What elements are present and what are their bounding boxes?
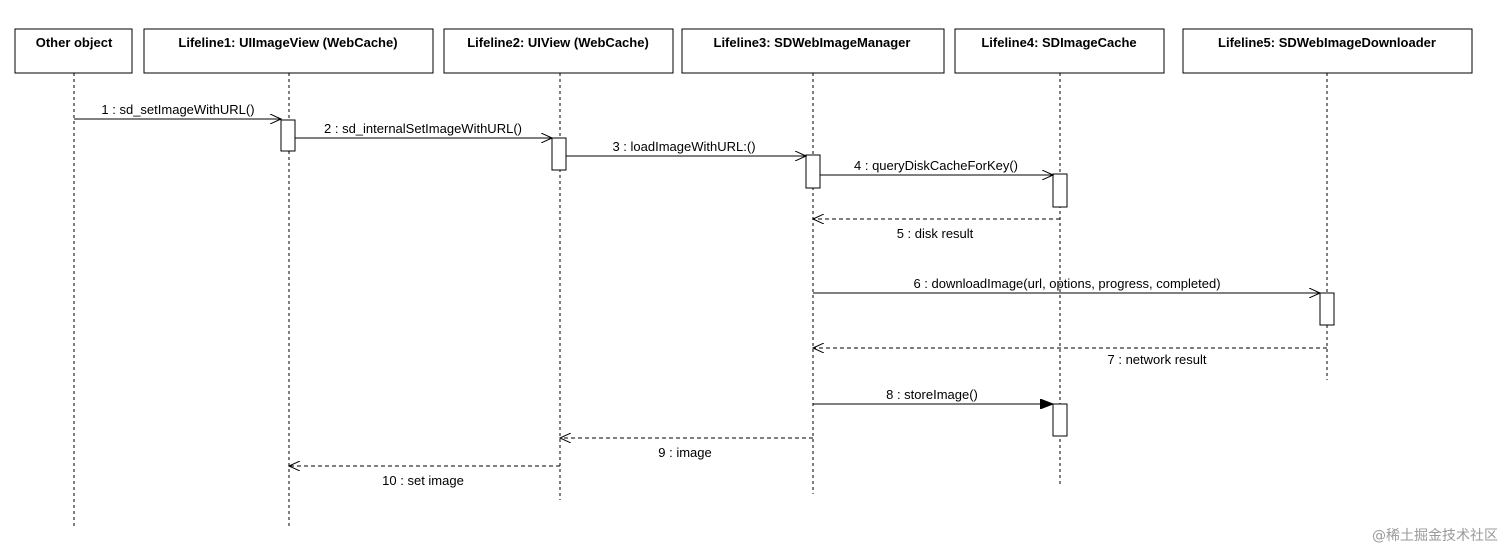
message-10-label: 10 : set image (382, 473, 464, 488)
message-9-label: 9 : image (658, 445, 711, 460)
lifeline-2-box (443, 28, 674, 74)
lifeline-4-box (954, 28, 1165, 74)
message-2-label: 2 : sd_internalSetImageWithURL() (324, 121, 522, 136)
lifeline-4: Lifeline4: SDImageCache (954, 28, 1165, 484)
activation-bar-lifeline-3 (805, 154, 821, 189)
message-10: 10 : set image (289, 466, 560, 488)
lifeline-1: Lifeline1: UIImageView (WebCache) (143, 28, 434, 528)
message-6: 6 : downloadImage(url, options, progress… (813, 276, 1320, 293)
lifeline-1-box (143, 28, 434, 74)
lifeline-3-title: Lifeline3: SDWebImageManager (714, 35, 911, 50)
activation-bar-lifeline-1 (280, 119, 296, 152)
lifeline-other-object: Other object (14, 28, 133, 528)
message-1: 1 : sd_setImageWithURL() (74, 102, 281, 119)
lifeline-5-title: Lifeline5: SDWebImageDownloader (1218, 35, 1436, 50)
message-3: 3 : loadImageWithURL:() (566, 139, 806, 156)
lifeline-3: Lifeline3: SDWebImageManager (681, 28, 945, 494)
lifeline-5: Lifeline5: SDWebImageDownloader (1182, 28, 1473, 380)
watermark: @稀土掘金技术社区 (1372, 528, 1498, 544)
message-4-label: 4 : queryDiskCacheForKey() (854, 158, 1018, 173)
message-7-label: 7 : network result (1108, 352, 1207, 367)
message-9: 9 : image (560, 438, 813, 460)
lifeline-3-box (681, 28, 945, 74)
message-2: 2 : sd_internalSetImageWithURL() (295, 121, 552, 138)
lifeline-4-title: Lifeline4: SDImageCache (981, 35, 1136, 50)
lifeline-5-box (1182, 28, 1473, 74)
message-5-label: 5 : disk result (897, 226, 974, 241)
activation-bar-lifeline-2 (551, 137, 567, 171)
message-8: 8 : storeImage() (813, 387, 1053, 404)
lifeline-2-title: Lifeline2: UIView (WebCache) (467, 35, 649, 50)
lifeline-2: Lifeline2: UIView (WebCache) (443, 28, 674, 500)
message-6-label: 6 : downloadImage(url, options, progress… (913, 276, 1220, 291)
message-8-label: 8 : storeImage() (886, 387, 978, 402)
message-1-label: 1 : sd_setImageWithURL() (101, 102, 254, 117)
message-3-label: 3 : loadImageWithURL:() (612, 139, 755, 154)
activation-bar-lifeline-5 (1319, 292, 1335, 326)
lifeline-1-title: Lifeline1: UIImageView (WebCache) (178, 35, 397, 50)
message-5: 5 : disk result (813, 219, 1060, 241)
lifeline-other-object-title: Other object (36, 35, 113, 50)
message-7: 7 : network result (813, 348, 1327, 367)
message-4: 4 : queryDiskCacheForKey() (820, 158, 1053, 175)
activation-bar-lifeline-4-query (1052, 173, 1068, 208)
activation-bar-lifeline-4-store (1052, 403, 1068, 437)
lifeline-other-object-box (14, 28, 133, 74)
